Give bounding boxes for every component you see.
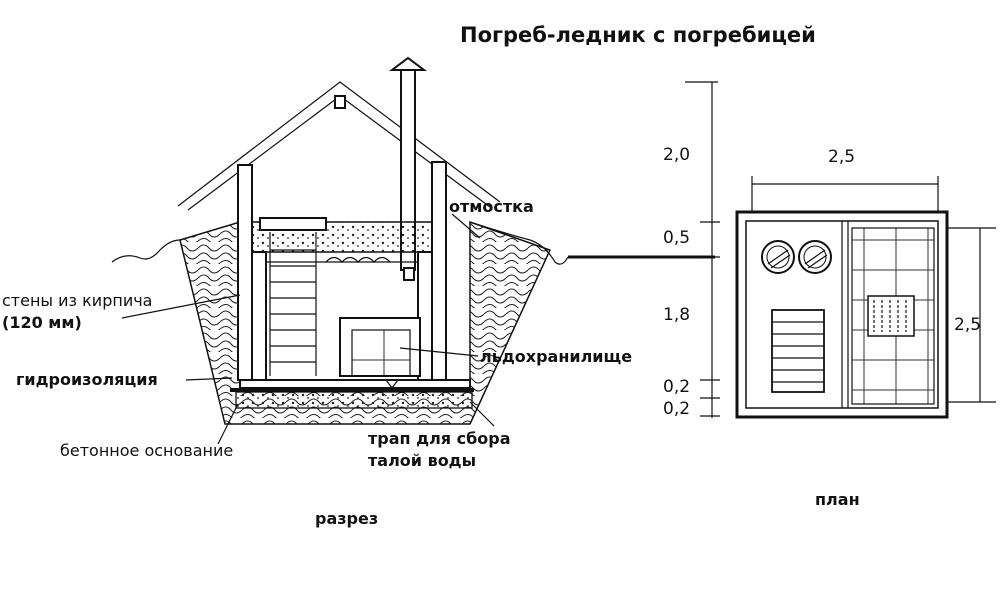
ground-line-right bbox=[469, 221, 569, 265]
roof-ridge bbox=[334, 95, 346, 109]
concrete-base bbox=[235, 391, 473, 409]
cellar-wall-left bbox=[251, 251, 267, 381]
plan-drain-grate bbox=[867, 295, 915, 337]
dim-plan-depth: 2,5 bbox=[954, 315, 981, 335]
label-walls-2: (120 мм) bbox=[2, 313, 82, 332]
drain bbox=[385, 379, 399, 389]
caption-plan: план bbox=[815, 490, 860, 509]
plan-view: 2,5 2,5 bbox=[735, 147, 996, 419]
label-drain-2: талой воды bbox=[368, 451, 476, 470]
dim-cellar-height: 1,8 bbox=[663, 305, 690, 325]
waterproof-layer bbox=[230, 388, 474, 392]
dim-slab-height: 0,5 bbox=[663, 228, 690, 248]
post-right bbox=[431, 161, 447, 381]
leader-base bbox=[217, 403, 239, 445]
diagram-title: Погреб-ледник с погребицей bbox=[460, 23, 816, 47]
label-walls-1: стены из кирпича bbox=[2, 291, 152, 310]
post-left bbox=[237, 164, 253, 381]
section-view: отмостка стены из кирпича (120 мм) льдох… bbox=[2, 56, 715, 470]
dim-roof-height: 2,0 bbox=[663, 145, 690, 165]
leader-ice bbox=[399, 347, 479, 357]
label-waterproof: гидроизоляция bbox=[16, 370, 158, 389]
ground-line-left bbox=[111, 239, 181, 263]
leader-drain bbox=[469, 401, 495, 427]
label-drain-1: трап для сбора bbox=[368, 429, 511, 448]
ladder bbox=[269, 232, 317, 376]
hatch-frame bbox=[259, 217, 327, 231]
leader-walls bbox=[121, 294, 241, 319]
vertical-dimensions: 2,0 0,5 1,8 0,2 0,2 bbox=[663, 81, 720, 419]
floor-slab bbox=[239, 379, 471, 389]
plan-vent-right bbox=[798, 240, 832, 274]
leader-waterproof bbox=[185, 377, 233, 381]
leader-otmostka bbox=[451, 213, 481, 239]
dim-floor-height: 0,2 bbox=[663, 377, 690, 397]
label-base: бетонное основание bbox=[60, 441, 233, 460]
dim-plan-width: 2,5 bbox=[828, 147, 855, 167]
plan-vent-left bbox=[761, 240, 795, 274]
label-ice: льдохранилище bbox=[480, 347, 632, 366]
vent-pipe bbox=[389, 56, 427, 281]
dim-base-height: 0,2 bbox=[663, 399, 690, 419]
plan-ladder bbox=[771, 309, 825, 393]
caption-section: разрез bbox=[315, 509, 378, 528]
ice-storage bbox=[339, 317, 421, 377]
slab-arches bbox=[325, 256, 391, 263]
label-otmostka: отмостка bbox=[449, 197, 534, 216]
